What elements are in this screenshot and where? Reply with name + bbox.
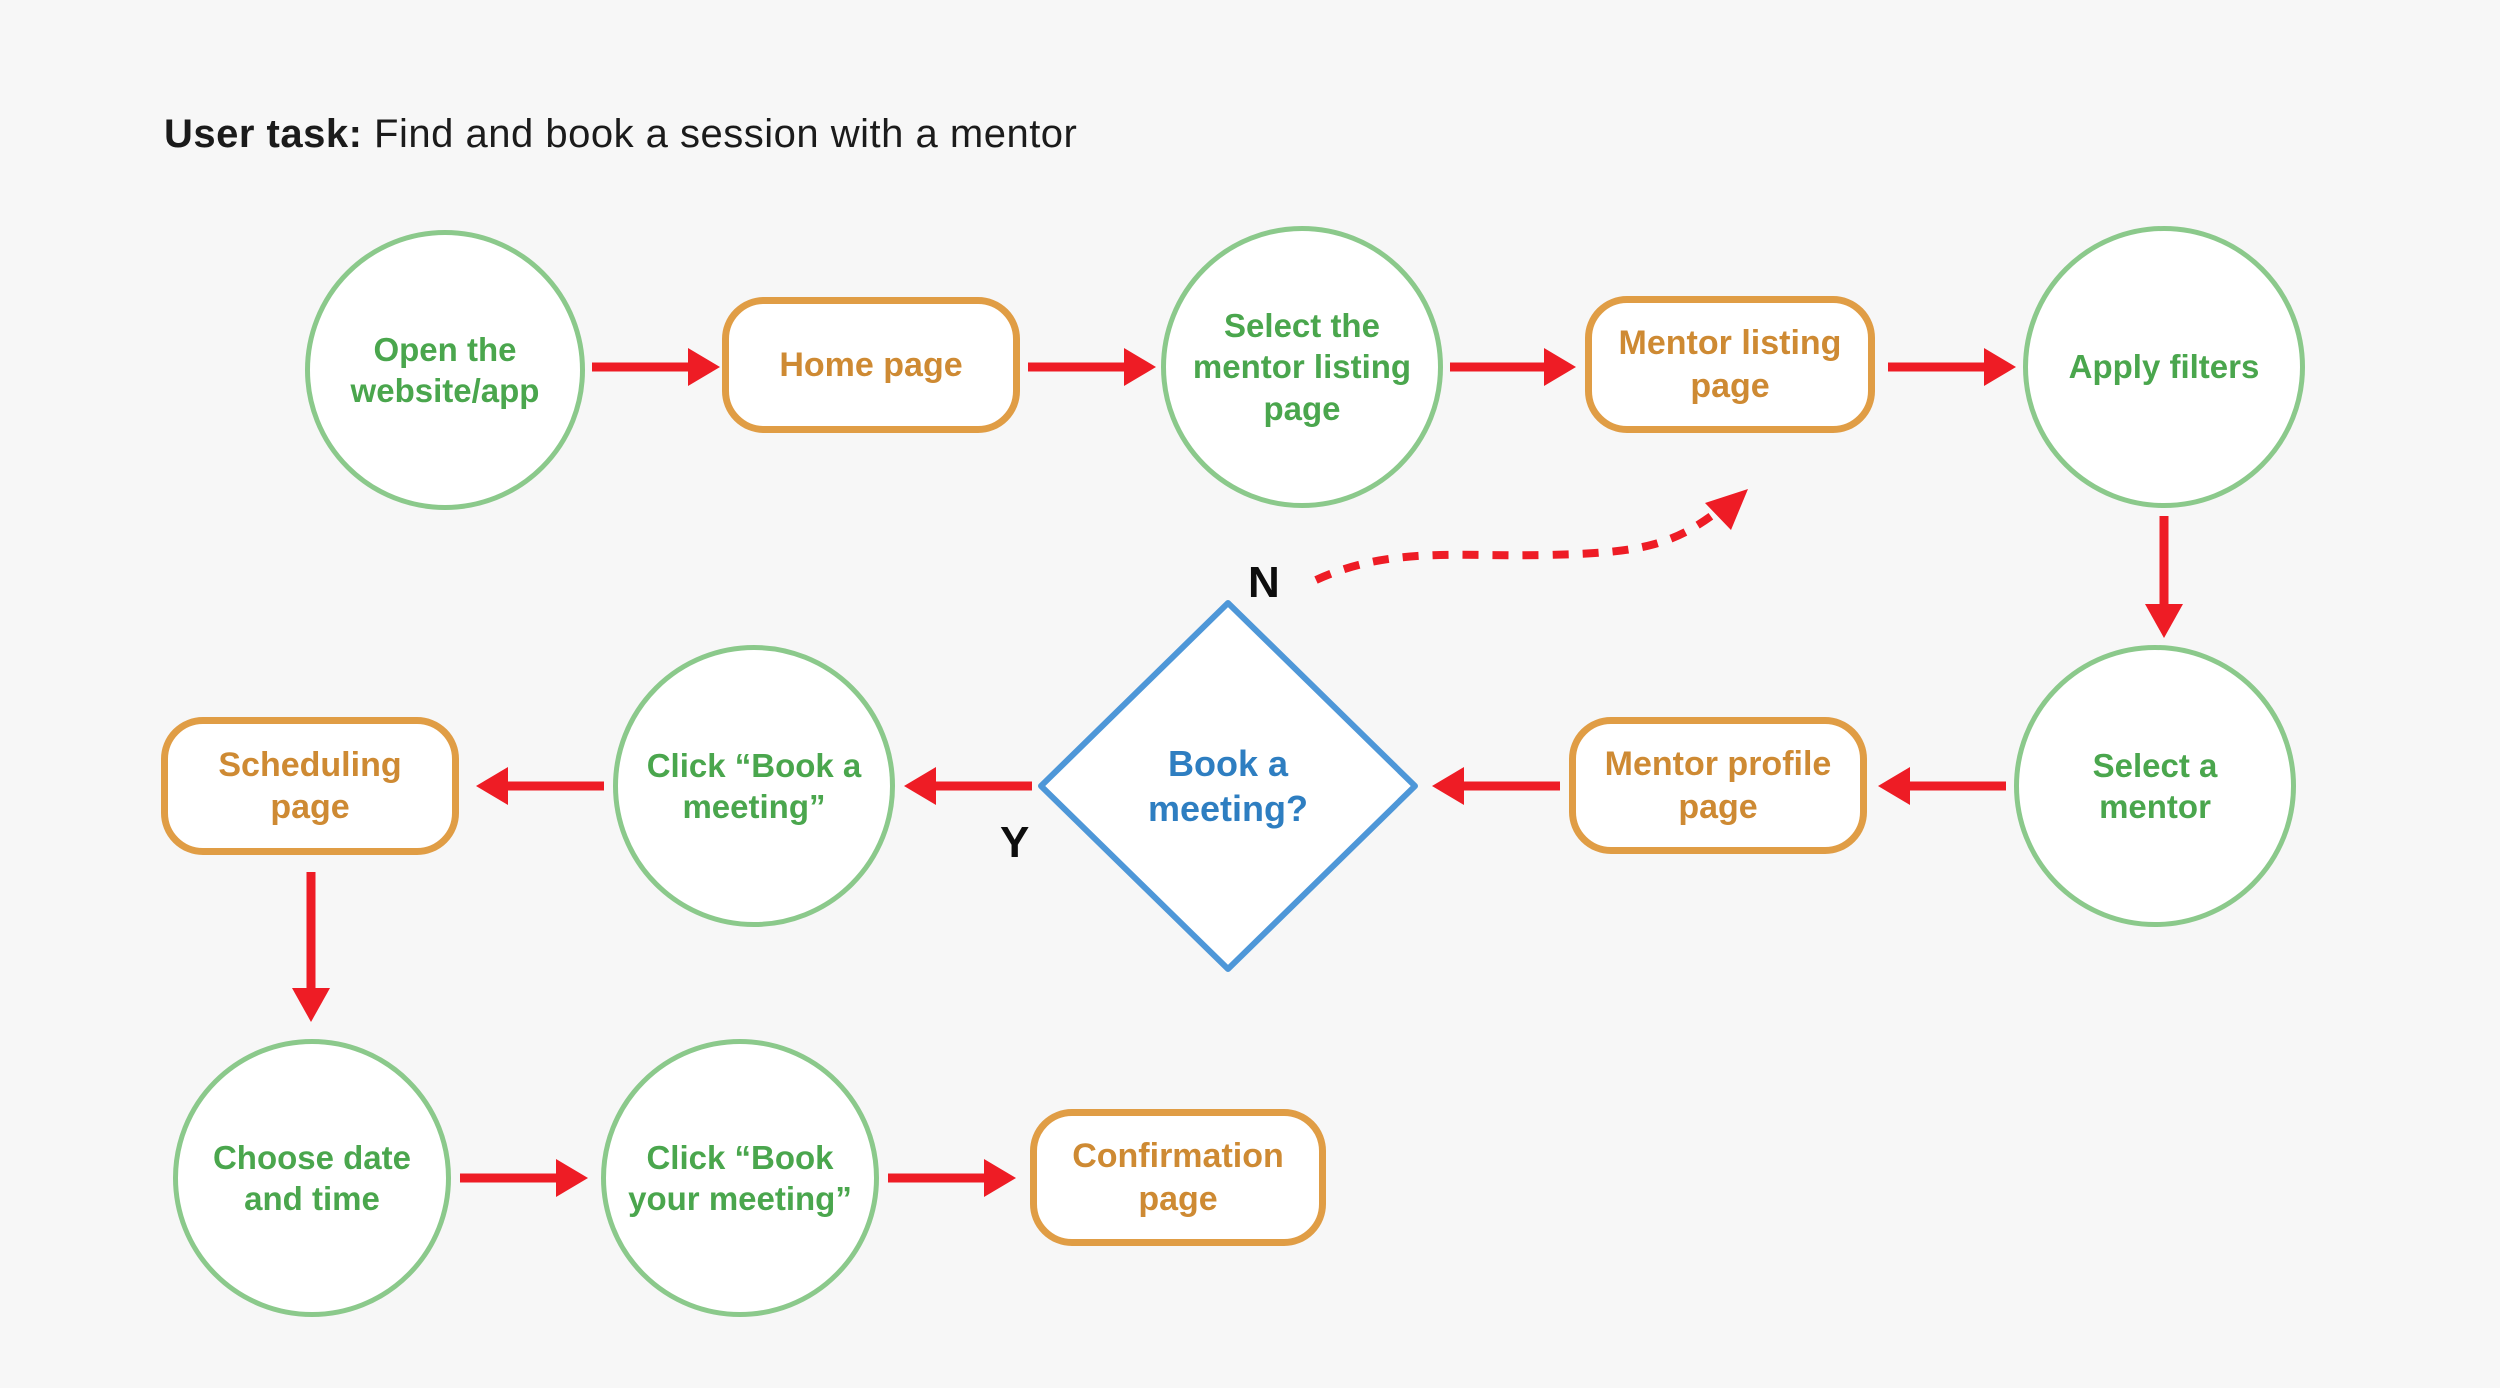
node-open-website: Open the website/app [305,230,585,510]
edge-click-book-your-to-confirmation [888,1159,1016,1197]
node-apply-filters: Apply filters [2023,226,2305,508]
node-click-book-your: Click “Book your meeting” [601,1039,879,1317]
node-confirmation: Confirmation page [1030,1109,1326,1246]
edge-decision-no-to-mentor-listing [1314,489,1748,584]
diagram-title-text: Find and book a session with a mentor [362,112,1078,156]
edge-mentor-profile-to-decision [1432,767,1560,805]
edge-apply-filters-to-select-mentor [2145,516,2183,638]
edge-open-website-to-home-page [592,348,720,386]
edge-click-book-meeting-to-scheduling [476,767,604,805]
node-home-page: Home page [722,297,1020,433]
node-select-listing-label: Select the mentor listing page [1192,307,1412,427]
edge-home-page-to-select-listing [1028,348,1156,386]
node-select-mentor: Select a mentor [2014,645,2296,927]
node-select-mentor-label: Select a mentor [2092,746,2218,825]
node-mentor-profile: Mentor profile page [1569,717,1867,854]
edge-scheduling-to-choose-date [292,872,330,1022]
node-decision: Book a meeting? [1078,716,1378,856]
node-choose-date-label: Choose date and time [212,1138,412,1217]
edge-decision-to-click-book-meeting [904,767,1032,805]
node-apply-filters-label: Apply filters [2068,348,2260,386]
edge-select-mentor-to-mentor-profile [1878,767,2006,805]
edge-select-listing-to-mentor-listing [1450,348,1576,386]
node-decision-label: Book a meeting? [1147,743,1308,829]
branch-label-no: N [1248,558,1280,607]
diagram-title-prefix: User task: [164,112,363,156]
node-mentor-listing-label: Mentor listing page [1618,324,1842,405]
node-confirmation-label: Confirmation page [1072,1137,1284,1218]
node-select-listing: Select the mentor listing page [1161,226,1443,508]
diagram-title: User task: Find and book a session with … [164,112,1077,157]
branch-label-yes: Y [1000,818,1030,867]
node-scheduling: Scheduling page [161,717,459,855]
node-click-book-your-label: Click “Book your meeting” [628,1138,852,1217]
edge-choose-date-to-click-book-your [460,1159,588,1197]
node-mentor-listing: Mentor listing page [1585,296,1875,433]
node-open-website-label: Open the website/app [350,330,540,409]
node-click-book-meeting-label: Click “Book a meeting” [646,746,862,825]
edge-mentor-listing-to-apply-filters [1888,348,2016,386]
node-choose-date: Choose date and time [173,1039,451,1317]
node-scheduling-label: Scheduling page [218,745,402,827]
node-mentor-profile-label: Mentor profile page [1604,745,1832,826]
node-home-page-label: Home page [779,345,963,384]
node-click-book-meeting: Click “Book a meeting” [613,645,895,927]
